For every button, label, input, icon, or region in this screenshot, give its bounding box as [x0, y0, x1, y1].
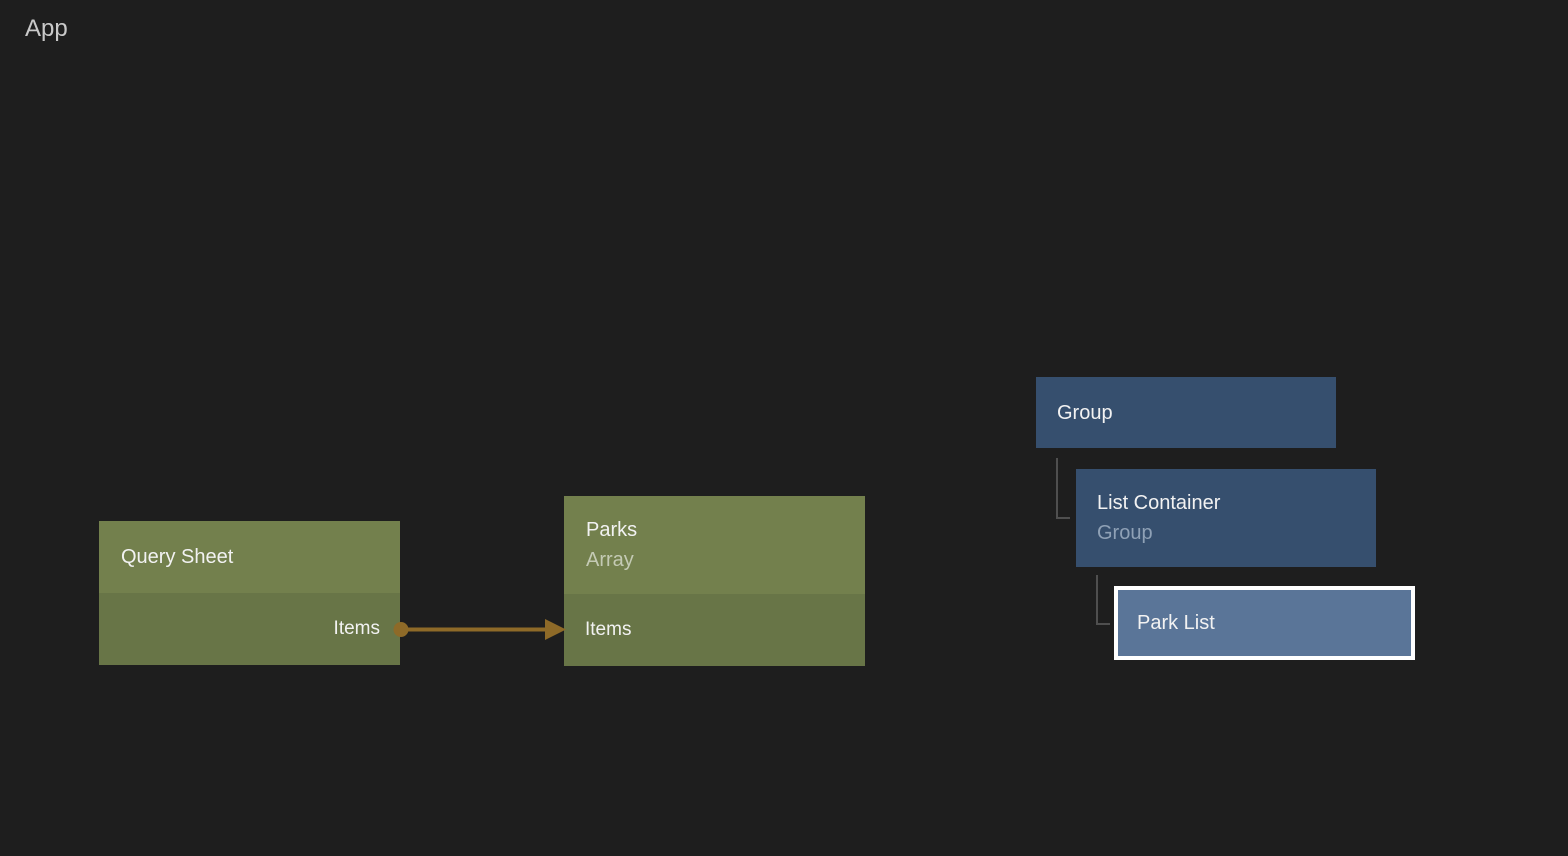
- node-list-container[interactable]: List Container Group: [1076, 469, 1376, 567]
- node-query-sheet-body: Items: [99, 593, 400, 665]
- port-query-sheet-items-output[interactable]: Items: [334, 618, 380, 640]
- port-parks-items-input[interactable]: Items: [585, 619, 631, 641]
- tree-connector-group-to-list-container: [1056, 458, 1070, 519]
- tree-connector-list-container-to-park-list: [1096, 575, 1110, 625]
- node-query-sheet[interactable]: Query Sheet Items: [99, 521, 400, 665]
- node-park-list-selected[interactable]: Park List: [1114, 586, 1415, 660]
- node-list-container-title: List Container: [1097, 492, 1221, 514]
- app-root-label[interactable]: App: [25, 15, 68, 42]
- arrowhead-icon: [545, 619, 566, 640]
- node-group-title: Group: [1057, 401, 1113, 424]
- connection-arrow[interactable]: [392, 612, 570, 647]
- node-parks-subtitle: Array: [586, 549, 634, 571]
- port-label-items-output: Items: [333, 618, 380, 639]
- node-query-sheet-title: Query Sheet: [121, 546, 234, 568]
- node-park-list-title: Park List: [1137, 612, 1215, 634]
- node-parks[interactable]: Parks Array Items: [564, 496, 865, 666]
- node-group[interactable]: Group: [1036, 377, 1336, 448]
- node-parks-title: Parks: [586, 519, 638, 541]
- port-label-items-input: Items: [585, 619, 632, 640]
- node-query-sheet-header: Query Sheet: [99, 521, 400, 593]
- node-list-container-subtitle: Group: [1097, 522, 1153, 544]
- node-parks-header: Parks Array: [564, 496, 865, 594]
- node-parks-body: Items: [564, 594, 865, 666]
